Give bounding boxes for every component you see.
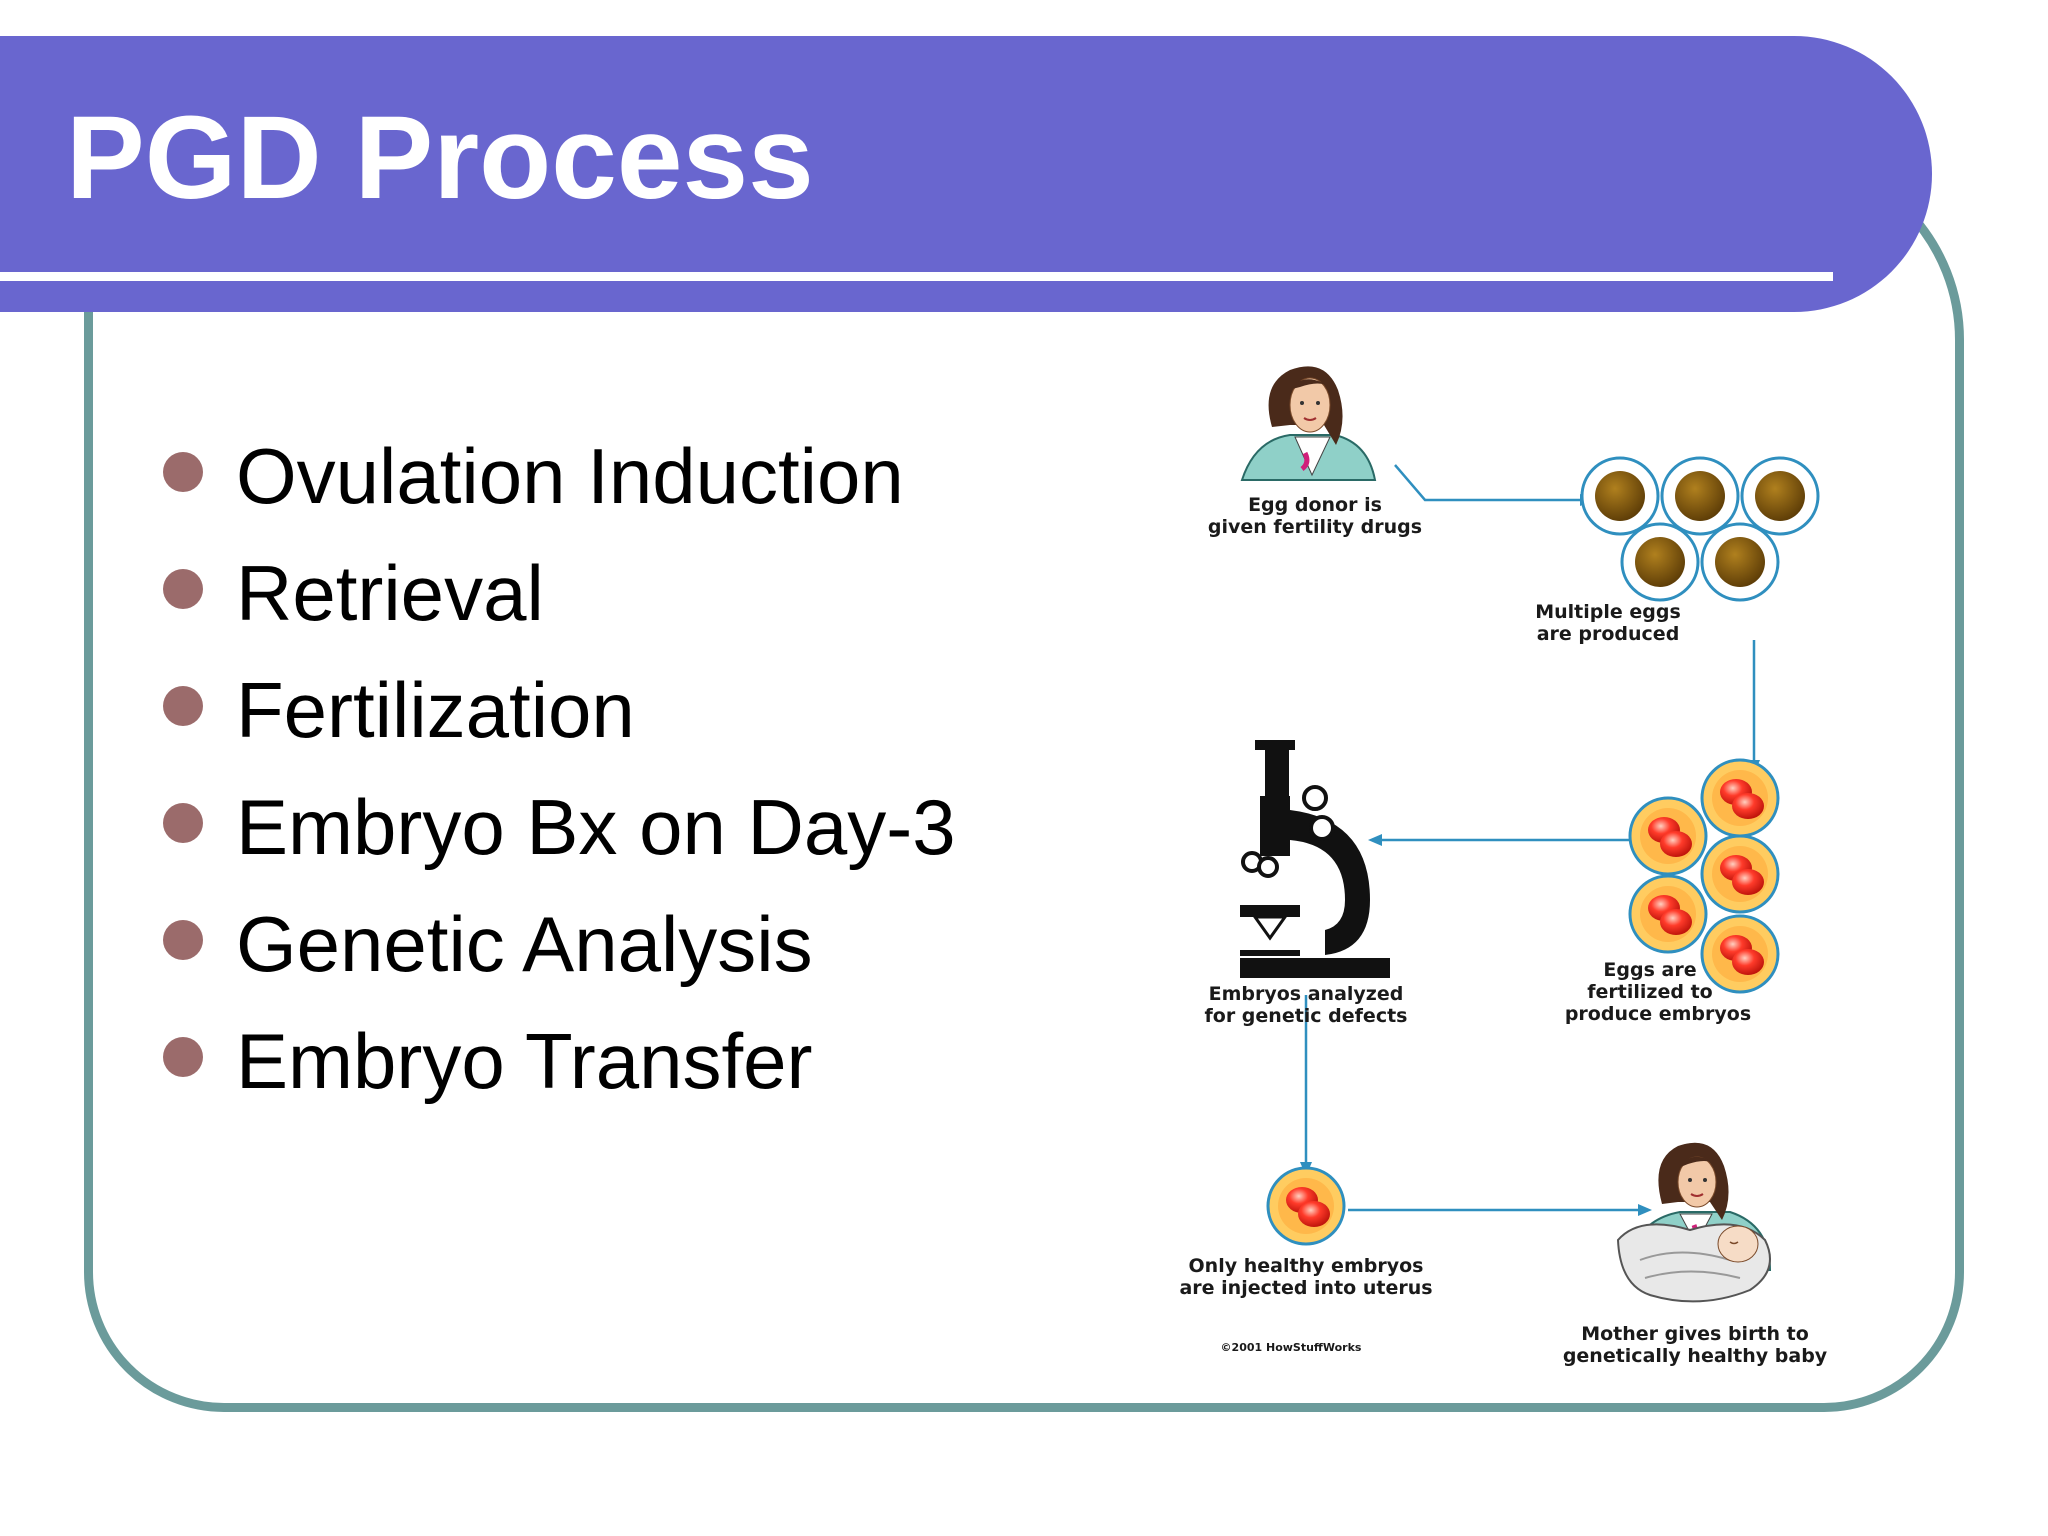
- bullet-text: Ovulation Induction: [236, 432, 904, 520]
- arrow-donor-to-eggs: [1394, 464, 1580, 502]
- eggs-icon: [1580, 456, 1820, 602]
- woman-icon: [1240, 366, 1377, 481]
- bullet-text: Fertilization: [236, 666, 635, 754]
- step-label: produce embryos: [1565, 1003, 1751, 1025]
- step-label: fertilized to: [1587, 981, 1712, 1003]
- embryos-icon: [1628, 758, 1780, 994]
- title-underline: [0, 272, 1833, 281]
- mother-baby-icon: [1616, 1142, 1772, 1303]
- bullet-text: Genetic Analysis: [236, 900, 813, 988]
- microscope-icon: [1240, 740, 1390, 978]
- copyright-text: ©2001 HowStuffWorks: [1221, 1341, 1362, 1354]
- bullet-dot-icon: [163, 920, 203, 960]
- step-label: Egg donor is: [1248, 494, 1382, 516]
- bullet-dot-icon: [163, 686, 203, 726]
- bullet-text: Embryo Bx on Day-3: [236, 783, 956, 871]
- bullet-dot-icon: [163, 452, 203, 492]
- title-banner: [0, 36, 1932, 312]
- step-label: are injected into uterus: [1180, 1277, 1433, 1299]
- bullet-text: Embryo Transfer: [236, 1017, 813, 1105]
- bullet-dot-icon: [163, 803, 203, 843]
- step-label: Only healthy embryos: [1189, 1255, 1424, 1277]
- step-label: Mother gives birth to: [1581, 1323, 1809, 1345]
- step-label: Multiple eggs: [1535, 601, 1681, 623]
- bullet-dot-icon: [163, 569, 203, 609]
- step-label: Eggs are: [1603, 959, 1696, 981]
- content-frame: [84, 150, 1964, 1412]
- step-label: for genetic defects: [1205, 1005, 1408, 1027]
- slide-title: PGD Process: [66, 92, 814, 224]
- bullet-text: Retrieval: [236, 549, 544, 637]
- embryo-icon: [1266, 1166, 1346, 1246]
- step-label: given fertility drugs: [1208, 516, 1422, 538]
- bullet-dot-icon: [163, 1037, 203, 1077]
- step-label: are produced: [1537, 623, 1680, 645]
- pgd-process-diagram: Egg donor is given fertility drugs Multi…: [1180, 366, 1828, 1367]
- step-label: Embryos analyzed: [1209, 983, 1404, 1005]
- step-label: genetically healthy baby: [1563, 1345, 1828, 1367]
